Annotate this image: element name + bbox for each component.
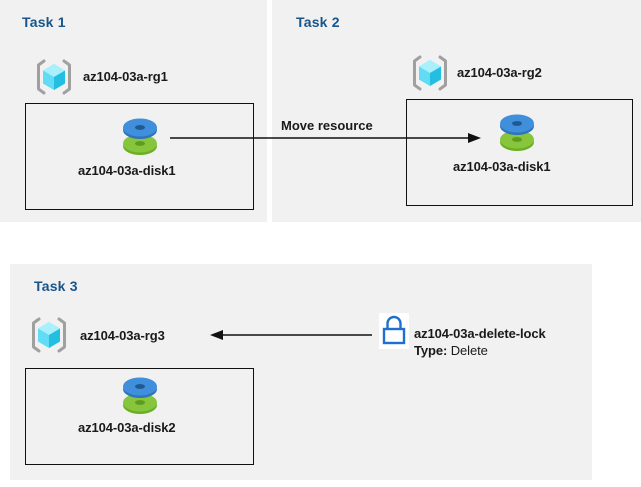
managed-disk-icon — [119, 114, 161, 158]
task3-title: Task 3 — [34, 278, 78, 294]
task3-panel — [10, 264, 592, 480]
task2-title: Task 2 — [296, 14, 340, 30]
task3-resource-group-label: az104-03a-rg3 — [80, 328, 165, 343]
task1-resource-label: az104-03a-disk1 — [78, 163, 176, 178]
resource-group-cube-icon — [28, 314, 70, 356]
task1-title: Task 1 — [22, 14, 66, 30]
delete-lock-label: az104-03a-delete-lock — [414, 326, 546, 341]
resource-group-cube-icon — [409, 52, 451, 94]
task1-panel — [0, 0, 267, 222]
move-resource-label: Move resource — [281, 118, 373, 133]
task2-resource-group-label: az104-03a-rg2 — [457, 65, 542, 80]
task1-resource-group-label: az104-03a-rg1 — [83, 69, 168, 84]
lock-type-key: Type: — [414, 343, 448, 358]
task2-resource-box — [406, 99, 633, 206]
task2-resource-label: az104-03a-disk1 — [453, 159, 551, 174]
task3-resource-label: az104-03a-disk2 — [78, 420, 176, 435]
lock-type-row: Type: Delete — [414, 343, 488, 358]
move-resource-arrow — [170, 133, 481, 143]
task3-resource-box — [25, 368, 254, 465]
managed-disk-icon — [496, 110, 538, 154]
resource-group-cube-icon — [33, 56, 75, 98]
managed-disk-icon — [119, 373, 161, 417]
task2-panel — [272, 0, 641, 222]
lock-type-value: Delete — [450, 343, 488, 358]
task1-resource-box — [25, 103, 254, 210]
padlock-icon — [379, 313, 409, 349]
apply-lock-arrow — [210, 330, 372, 340]
